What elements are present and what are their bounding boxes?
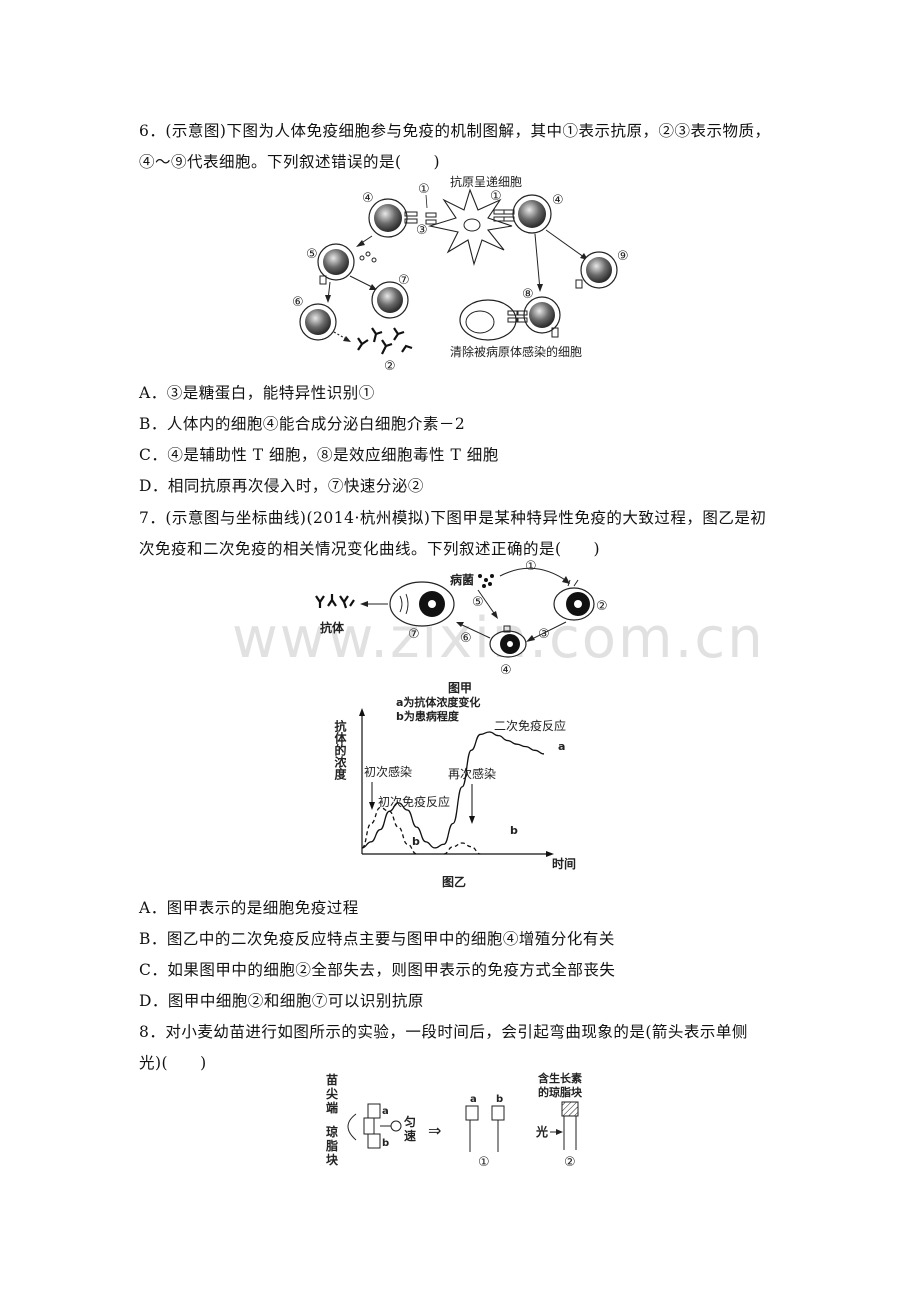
q6-option-c[interactable]: C．④是辅助性 T 细胞，⑧是效应细胞毒性 T 细胞 bbox=[139, 446, 499, 464]
cell-6 bbox=[299, 303, 337, 341]
q6-option-a[interactable]: A．③是糖蛋白，能特异性识别① bbox=[139, 384, 375, 402]
fig-a-n5: ⑤ bbox=[472, 595, 484, 610]
chart-series-b-1 bbox=[361, 806, 417, 855]
q8-label-a2: a bbox=[470, 1094, 477, 1105]
q8-agar-2: 脂 bbox=[325, 1138, 338, 1153]
apc-label: 抗原呈递细胞 bbox=[450, 174, 522, 189]
q8-auxin-2: 的琼脂块 bbox=[538, 1085, 583, 1099]
antibodies bbox=[357, 327, 413, 355]
q7-option-c[interactable]: C．如果图甲中的细胞②全部失去，则图甲表示的免疫方式全部丧失 bbox=[139, 961, 616, 979]
q8-rot-1: 匀 bbox=[404, 1114, 416, 1129]
chart-label-b2: b bbox=[510, 824, 518, 837]
q8-stem-line2: 光)( ) bbox=[139, 1054, 207, 1072]
fig-a-cell-2 bbox=[553, 579, 595, 621]
q7-figure-a: 病菌 ① ② ③ ④ ⑤ ⑥ ⑦ 抗体 图甲 bbox=[315, 559, 608, 695]
chart-second-infection: 再次感染 bbox=[448, 766, 496, 781]
fig-a-n2: ② bbox=[596, 599, 608, 614]
label-1: ① bbox=[418, 182, 430, 197]
chart-label-b1: b bbox=[412, 835, 420, 848]
q6-stem-line2: ④～⑨代表细胞。下列叙述错误的是( ) bbox=[139, 153, 441, 171]
q7-stem-line2: 次免疫和二次免疫的相关情况变化曲线。下列叙述正确的是( ) bbox=[139, 540, 601, 558]
q7-figure-b-chart: a为抗体浓度变化 b为患病程度 抗体的浓度 时间 二次免疫反应 a 初次感染 初… bbox=[333, 695, 576, 889]
infected-cell bbox=[459, 299, 518, 341]
label-8: ⑧ bbox=[522, 287, 534, 302]
chart-legend-b: b为患病程度 bbox=[396, 709, 460, 723]
fig-a-n4: ④ bbox=[500, 663, 512, 678]
cell-4-right bbox=[503, 194, 552, 234]
q6-option-d[interactable]: D．相同抗原再次侵入时，⑦快速分泌② bbox=[139, 477, 424, 495]
q8-rot-2: 速 bbox=[404, 1128, 416, 1143]
label-7: ⑦ bbox=[398, 273, 410, 288]
q7-stem-line1: 7．(示意图与坐标曲线)(2014·杭州模拟)下图甲是某种特异性免疫的大致过程，… bbox=[139, 509, 767, 527]
bacteria-label: 病菌 bbox=[450, 572, 474, 587]
cell-7 bbox=[371, 281, 409, 319]
q7-option-d[interactable]: D．图甲中细胞②和细胞⑦可以识别抗原 bbox=[139, 992, 424, 1010]
fig-a-n1: ① bbox=[525, 559, 537, 574]
label-4: ④ bbox=[362, 191, 374, 206]
label-4b: ④ bbox=[552, 193, 564, 208]
fig-a-n7: ⑦ bbox=[408, 627, 420, 642]
clear-label: 清除被病原体感染的细胞 bbox=[450, 344, 582, 359]
label-3: ③ bbox=[416, 223, 428, 238]
fig-a-n3: ③ bbox=[538, 627, 550, 642]
q8-label-a: a bbox=[382, 1106, 389, 1117]
chart-x-axis-label: 时间 bbox=[552, 856, 576, 871]
q8-figure: 苗 尖 端 琼 脂 块 a b 匀 速 ⇒ a b ① 含生长素 的琼脂块 光 … bbox=[325, 1071, 583, 1170]
fig-a-n6: ⑥ bbox=[460, 631, 472, 646]
cell-5 bbox=[317, 243, 355, 285]
chart-label-a: a bbox=[558, 740, 565, 753]
q6-option-b[interactable]: B．人体内的细胞④能合成分泌白细胞介素－2 bbox=[139, 415, 466, 433]
label-2: ② bbox=[384, 359, 396, 372]
q8-n1: ① bbox=[478, 1155, 490, 1170]
q8-auxin-1: 含生长素 bbox=[537, 1071, 582, 1085]
label-5: ⑤ bbox=[306, 247, 318, 262]
q8-agar-3: 块 bbox=[326, 1152, 339, 1167]
antibody-label: 抗体 bbox=[320, 620, 345, 635]
chart-first-infection: 初次感染 bbox=[364, 764, 412, 779]
q7-option-a[interactable]: A．图甲表示的是细胞免疫过程 bbox=[139, 899, 359, 917]
q8-n2: ② bbox=[564, 1155, 576, 1170]
q8-arrow: ⇒ bbox=[428, 1121, 441, 1140]
label-9: ⑨ bbox=[617, 249, 629, 264]
q8-tip-2: 尖 bbox=[326, 1086, 338, 1101]
q6-stem-line1: 6．(示意图)下图为人体免疫细胞参与免疫的机制图解，其中①表示抗原，②③表示物质… bbox=[139, 122, 771, 140]
q8-label-b2: b bbox=[496, 1094, 503, 1105]
chart-legend-a: a为抗体浓度变化 bbox=[396, 695, 480, 709]
cell-8 bbox=[517, 296, 561, 338]
q8-label-b: b bbox=[382, 1138, 389, 1149]
chart-first-response: 初次免疫反应 bbox=[378, 794, 450, 809]
label-1b: ① bbox=[490, 189, 502, 204]
fig-a-cell-7 bbox=[389, 581, 455, 627]
q6-immune-diagram: ④ ① ③ 抗原呈递细胞 ① ④ ⑨ ⑧ 清除被病原体感染的细胞 bbox=[292, 174, 629, 372]
q8-agar-1: 琼 bbox=[326, 1124, 338, 1139]
fig-a-antibodies bbox=[315, 594, 355, 609]
chart-second-response: 二次免疫反应 bbox=[494, 718, 566, 733]
q7-option-b[interactable]: B．图乙中的二次免疫反应特点主要与图甲中的细胞④增殖分化有关 bbox=[139, 930, 615, 948]
chart-title: 图乙 bbox=[442, 875, 466, 889]
q8-tip-3: 端 bbox=[326, 1100, 338, 1115]
q8-light-label: 光 bbox=[535, 1124, 548, 1139]
q8-tip-1: 苗 bbox=[326, 1072, 338, 1087]
label-6: ⑥ bbox=[292, 295, 304, 310]
fig-a-cell-4 bbox=[489, 625, 527, 658]
cell-4-left bbox=[368, 198, 418, 238]
chart-series-a-0 bbox=[361, 731, 545, 849]
chart-series-b-2 bbox=[443, 842, 481, 855]
q8-stem-line1: 8．对小麦幼苗进行如图所示的实验，一段时间后，会引起弯曲现象的是(箭头表示单侧 bbox=[139, 1023, 748, 1041]
cell-9 bbox=[575, 251, 618, 289]
chart-y-axis-label: 抗体的浓度 bbox=[333, 719, 347, 781]
fig-a-caption: 图甲 bbox=[448, 681, 472, 695]
